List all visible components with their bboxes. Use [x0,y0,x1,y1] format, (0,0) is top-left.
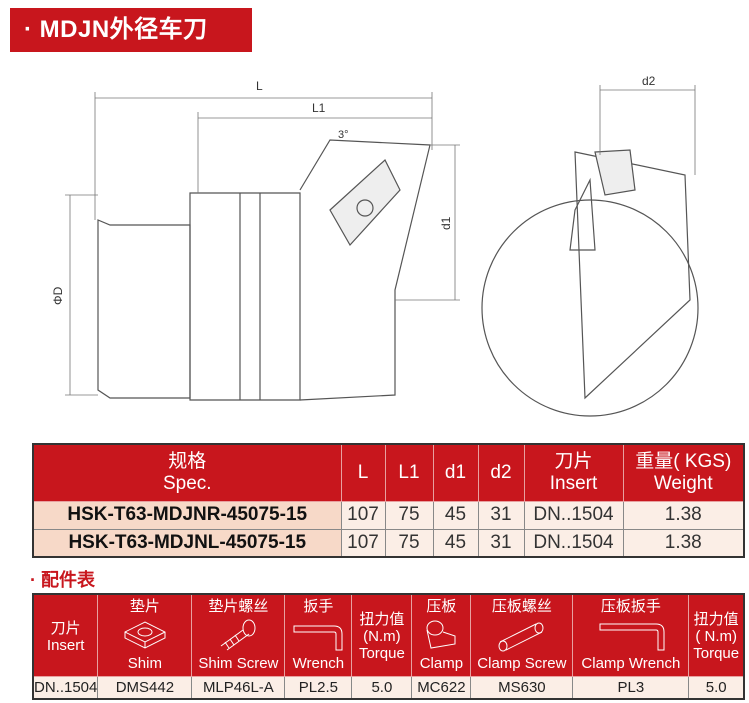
header-shim-screw: 垫片螺丝 Shim Screw [191,593,286,677]
dim-angle: 3° [338,129,349,141]
cell-torque-2: 5.0 [688,675,745,700]
parts-title: · 配件表 [30,570,95,590]
cell-spec: HSK-T63-MDJNL-45075-15 [32,528,342,558]
dim-d2: d2 [642,74,656,88]
cell-d1: 45 [432,500,479,530]
cell-wrench: PL2.5 [284,675,353,700]
cell-insert: DN..1504 [32,675,99,700]
clamp-screw-icon [498,622,544,652]
clamp-wrench-icon [599,623,665,651]
header-L: L [340,443,386,502]
table-row: HSK-T63-MDJNL-45075-15 107 75 45 31 DN..… [32,528,745,558]
shim-icon [124,621,166,649]
dim-L1: L1 [312,101,326,115]
wrench-icon [293,625,343,651]
header-shim: 垫片 Shim [97,593,193,677]
cell-weight: 1.38 [622,528,745,558]
header-clamp: 压板 Clamp [411,593,472,677]
header-L1: L1 [384,443,434,502]
cell-d2: 31 [477,528,525,558]
table-row: HSK-T63-MDJNR-45075-15 107 75 45 31 DN..… [32,500,745,530]
cell-insert: DN..1504 [523,500,624,530]
table-row: DN..1504 DMS442 MLP46L-A PL2.5 5.0 MC622… [32,675,745,700]
screw-icon [221,619,256,651]
dim-L: L [256,79,263,93]
cell-L1: 75 [384,528,434,558]
header-torque-2: 扭力值( N.m) Torque [688,593,745,677]
cell-L1: 75 [384,500,434,530]
cell-weight: 1.38 [622,500,745,530]
tool-shank [97,219,191,399]
cell-clamp: MC622 [411,675,472,700]
tool-drawing: L L1 3° d1 ΦD d2 [51,74,699,417]
cell-torque: 5.0 [351,675,413,700]
dim-D: ΦD [51,286,65,305]
header-d1: d1 [432,443,479,502]
cell-L: 107 [340,500,386,530]
header-wrench: 扳手 Wrench [284,593,353,677]
cell-clamp-wrench: PL3 [572,675,690,700]
page-title: · MDJN外径车刀 [10,8,252,52]
clamp-icon [426,620,456,649]
cell-insert: DN..1504 [523,528,624,558]
cell-shim-screw: MLP46L-A [191,675,286,700]
header-torque: 扭力值(N.m) Torque [351,593,413,677]
cell-spec: HSK-T63-MDJNR-45075-15 [32,500,342,530]
header-d2: d2 [477,443,525,502]
header-weight: 重量( KGS)Weight [622,443,745,502]
cell-clamp-screw: MS630 [470,675,574,700]
header-clamp-wrench: 压板扳手 Clamp Wrench [572,593,690,677]
cell-d1: 45 [432,528,479,558]
dim-d1: d1 [439,216,453,230]
cell-d2: 31 [477,500,525,530]
cell-shim: DMS442 [97,675,193,700]
cell-L: 107 [340,528,386,558]
header-clamp-screw: 压板螺丝 Clamp Screw [470,593,574,677]
